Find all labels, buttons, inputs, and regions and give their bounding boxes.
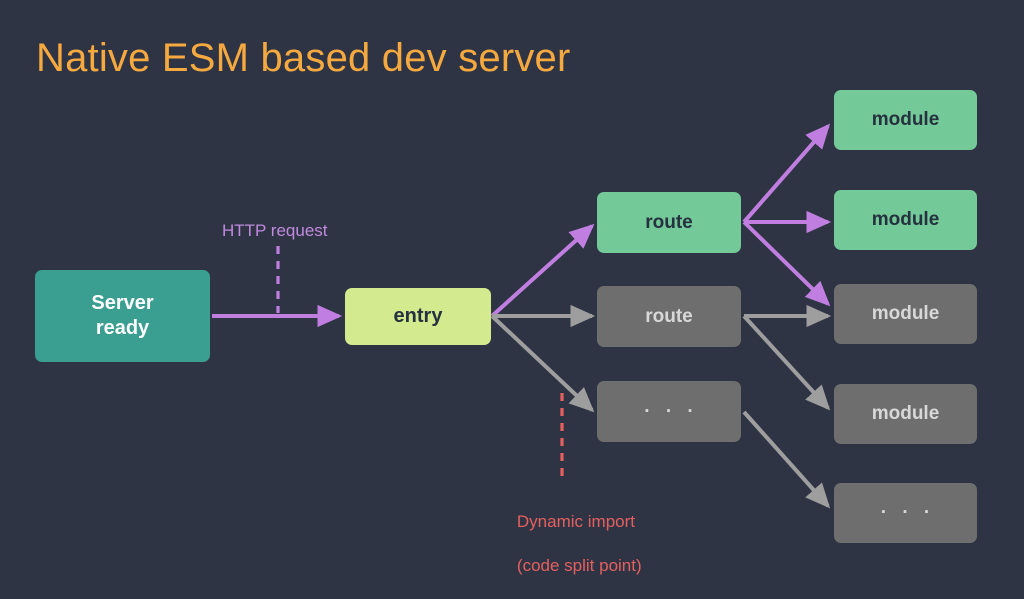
node-module-2-label: module — [871, 209, 940, 231]
slide-canvas: Native ESM based dev server — [35, 36, 977, 576]
label-http-request: HTTP request — [222, 221, 328, 240]
node-module-1[interactable]: module — [834, 90, 977, 150]
node-module-dots-label: · · · — [880, 502, 936, 524]
node-route-dots[interactable]: · · · — [597, 381, 741, 442]
node-module-4[interactable]: module — [834, 384, 977, 444]
node-module-dots[interactable]: · · · — [834, 483, 977, 543]
edge-route-top-to-module-3 — [742, 220, 831, 307]
edge-entry-to-route-dots — [490, 314, 595, 413]
edge-route-dots-to-module-dots — [742, 410, 831, 509]
label-dynamic-import-line2: (code split point) — [516, 556, 642, 576]
node-entry-label: entry — [393, 305, 443, 327]
node-module-1-label: module — [871, 109, 940, 131]
page-title: Native ESM based dev server — [36, 36, 571, 80]
label-dynamic-import-line1: Dynamic import — [516, 512, 635, 532]
node-route-mid[interactable]: route — [597, 286, 741, 347]
node-route-mid-label: route — [645, 305, 693, 327]
node-server-ready[interactable]: Server ready — [35, 270, 210, 362]
node-server-ready-label: Server ready — [91, 292, 154, 339]
edge-route-top-to-module-1 — [742, 123, 831, 224]
node-module-3[interactable]: module — [834, 284, 977, 344]
node-route-top-label: route — [645, 211, 693, 233]
node-module-3-label: module — [871, 303, 940, 325]
node-entry[interactable]: entry — [345, 288, 491, 345]
node-route-top[interactable]: route — [597, 192, 741, 253]
node-module-2[interactable]: module — [834, 190, 977, 250]
label-dynamic-import: Dynamic import (code split point) — [498, 489, 642, 599]
edge-route-mid-to-module-4 — [742, 314, 831, 411]
edge-entry-to-route-top — [490, 223, 595, 318]
node-module-4-label: module — [871, 403, 940, 425]
node-route-dots-label: · · · — [644, 400, 699, 422]
